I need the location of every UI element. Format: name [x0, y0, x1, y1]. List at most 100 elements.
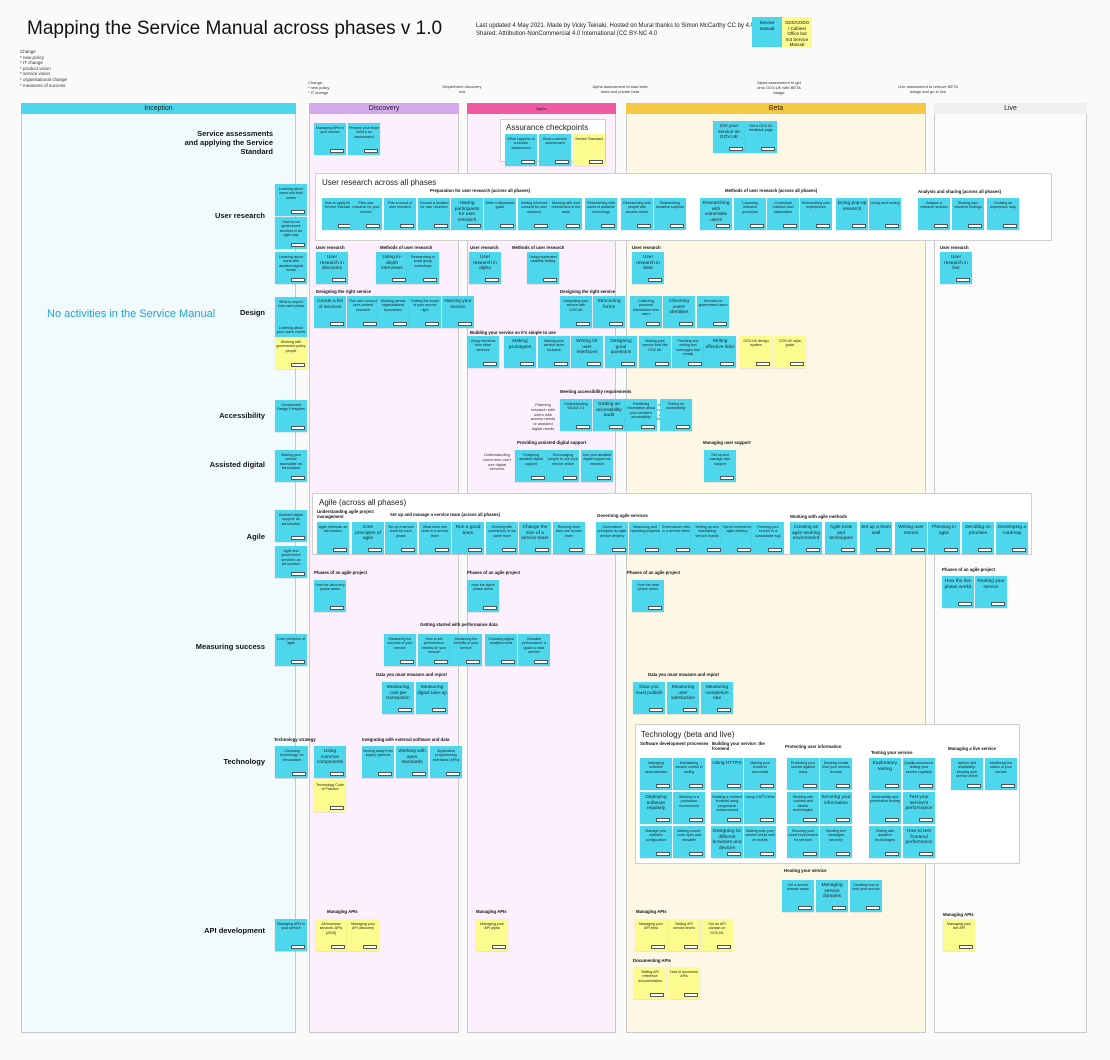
open-link-button[interactable] [783, 224, 797, 228]
service-manual-sticky[interactable]: Application programming interfaces (APIs… [430, 746, 462, 778]
open-link-button[interactable] [521, 160, 535, 164]
open-link-button[interactable] [534, 660, 548, 664]
open-link-button[interactable] [291, 536, 305, 540]
service-manual-sticky[interactable]: Building a resilient frontend using prog… [711, 792, 743, 824]
service-manual-sticky[interactable]: Setting API reference documentation [634, 967, 666, 999]
open-link-button[interactable] [543, 278, 557, 282]
open-link-button[interactable] [656, 784, 670, 788]
service-manual-sticky[interactable]: Plan a round of user research [384, 198, 416, 230]
open-link-button[interactable] [576, 322, 590, 326]
service-manual-sticky[interactable]: Getting informed consent for user resear… [518, 198, 550, 230]
open-link-button[interactable] [485, 278, 499, 282]
open-link-button[interactable] [729, 147, 743, 151]
open-link-button[interactable] [967, 784, 981, 788]
open-link-button[interactable] [330, 806, 344, 810]
service-manual-sticky[interactable]: Create a list of services [314, 296, 346, 328]
open-link-button[interactable] [683, 708, 697, 712]
service-manual-sticky[interactable]: How the alpha phase works [467, 580, 499, 612]
service-manual-sticky[interactable]: Using card sorting [869, 198, 901, 230]
open-link-button[interactable] [563, 476, 577, 480]
open-link-button[interactable] [645, 548, 659, 552]
service-manual-sticky[interactable]: Measuring cost per transaction [382, 682, 414, 714]
open-link-button[interactable] [366, 224, 380, 228]
open-link-button[interactable] [676, 425, 690, 429]
open-link-button[interactable] [621, 362, 635, 366]
open-link-button[interactable] [648, 606, 662, 610]
open-link-button[interactable] [412, 772, 426, 776]
open-link-button[interactable] [756, 362, 770, 366]
service-manual-sticky[interactable]: Assisted digital support: an introductio… [275, 510, 307, 542]
open-link-button[interactable] [768, 548, 782, 552]
service-manual-sticky[interactable]: Running your service in a sustainable wa… [752, 522, 784, 554]
open-link-button[interactable] [492, 945, 506, 949]
service-manual-sticky[interactable]: Developing a roadmap [996, 522, 1028, 554]
open-link-button[interactable] [649, 708, 663, 712]
service-manual-sticky[interactable]: Writing for user interfaces [571, 336, 603, 368]
open-link-button[interactable] [1012, 548, 1026, 552]
open-link-button[interactable] [720, 476, 734, 480]
service-manual-sticky[interactable]: Writing user stories [895, 522, 927, 554]
service-manual-sticky[interactable]: Core principles of agile [352, 522, 384, 554]
open-link-button[interactable] [679, 322, 693, 326]
open-link-button[interactable] [368, 548, 382, 552]
service-manual-sticky[interactable]: Working with user researchers in the tea… [550, 198, 582, 230]
service-manual-sticky[interactable]: Visualise performance: a guide to data s… [518, 634, 550, 666]
service-manual-sticky[interactable]: Learning about users with assisted digit… [275, 252, 307, 284]
service-manual-sticky[interactable]: Testing with assistive technologies [869, 826, 901, 858]
service-manual-sticky[interactable]: Securing your information [820, 792, 852, 824]
open-link-button[interactable] [423, 278, 437, 282]
open-link-button[interactable] [458, 322, 472, 326]
open-link-button[interactable] [713, 322, 727, 326]
service-manual-sticky[interactable]: Choosing technology: an introduction [276, 746, 308, 778]
open-link-button[interactable] [866, 906, 880, 910]
open-link-button[interactable] [836, 818, 850, 822]
open-link-button[interactable] [806, 548, 820, 552]
open-link-button[interactable] [330, 149, 344, 153]
open-link-button[interactable] [467, 224, 481, 228]
service-manual-sticky[interactable]: Making your frontend accessible [744, 758, 776, 790]
service-manual-sticky[interactable]: Test your service's performance [903, 792, 935, 824]
service-manual-sticky[interactable]: Deciding on priorities [962, 522, 994, 554]
open-link-button[interactable] [944, 548, 958, 552]
service-manual-sticky[interactable]: Measuring digital take-up [416, 682, 448, 714]
open-link-button[interactable] [670, 224, 684, 228]
open-link-button[interactable] [291, 210, 305, 214]
open-link-button[interactable] [434, 660, 448, 664]
service-manual-sticky[interactable]: Checking users' identities [663, 296, 695, 328]
service-manual-sticky[interactable]: Set up a service team for each phase [385, 522, 417, 554]
service-manual-sticky[interactable]: Maintaining version control in coding [673, 758, 705, 790]
open-link-button[interactable] [363, 945, 377, 949]
service-manual-sticky[interactable]: Analyse a research session [918, 198, 950, 230]
service-manual-sticky[interactable]: Working with government policy people [275, 337, 307, 369]
open-link-button[interactable] [291, 363, 305, 367]
open-link-button[interactable] [991, 602, 1005, 606]
open-link-button[interactable] [364, 149, 378, 153]
open-link-button[interactable] [393, 322, 407, 326]
service-manual-sticky[interactable]: Making your service more inclusive [538, 336, 570, 368]
service-manual-sticky[interactable]: Managing APIs in your service [275, 919, 307, 951]
open-link-button[interactable] [291, 945, 305, 949]
service-manual-sticky[interactable]: Researching with vulnerable users [700, 198, 732, 230]
open-link-button[interactable] [400, 224, 414, 228]
service-manual-sticky[interactable]: Sharing user research findings [952, 198, 984, 230]
open-link-button[interactable] [720, 362, 734, 366]
open-link-button[interactable] [291, 426, 305, 430]
service-manual-sticky[interactable]: Set up a team wall [860, 522, 892, 554]
open-link-button[interactable] [589, 160, 603, 164]
open-link-button[interactable] [958, 602, 972, 606]
open-link-button[interactable] [332, 278, 346, 282]
service-manual-sticky[interactable]: Securing your cloud environment for serv… [787, 826, 819, 858]
open-link-button[interactable] [520, 362, 534, 366]
open-link-button[interactable] [836, 852, 850, 856]
open-link-button[interactable] [502, 548, 516, 552]
open-link-button[interactable] [483, 606, 497, 610]
service-manual-sticky[interactable]: All business services: APIs (2015) [315, 919, 347, 951]
open-link-button[interactable] [919, 784, 933, 788]
service-manual-sticky[interactable]: Making sure your service works well on m… [744, 826, 776, 858]
service-manual-sticky[interactable]: Choosing digital analytics tools [485, 634, 517, 666]
open-link-button[interactable] [392, 278, 406, 282]
service-manual-sticky[interactable]: Managing your API discovery [347, 919, 379, 951]
open-link-button[interactable] [684, 993, 698, 997]
open-link-button[interactable] [655, 362, 669, 366]
open-link-button[interactable] [331, 945, 345, 949]
